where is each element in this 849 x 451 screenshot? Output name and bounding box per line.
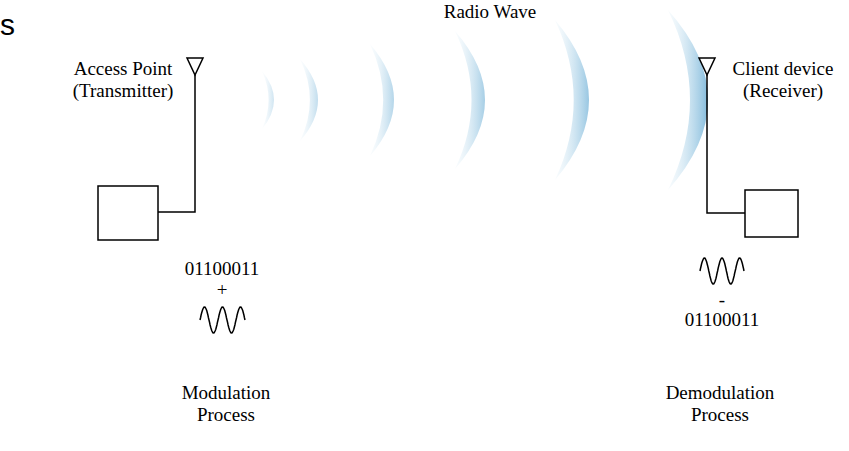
process-label: Modulation Process	[164, 382, 288, 426]
device-label: Access Point (Transmitter)	[61, 58, 185, 102]
wave-front	[262, 71, 274, 129]
bit-string: 01100011	[167, 258, 277, 280]
operator-sign: -	[707, 289, 737, 311]
radio-wave	[262, 10, 708, 190]
wave-front	[668, 10, 708, 190]
bit-string: 01100011	[667, 309, 777, 331]
wave-front	[370, 44, 394, 156]
wave-front	[555, 20, 589, 180]
carrier-wave	[700, 258, 744, 284]
antenna-symbol	[699, 58, 715, 75]
carrier-wave	[200, 307, 245, 333]
wave-front	[300, 59, 318, 141]
operator-sign: +	[207, 279, 237, 301]
wave-label: Radio Wave	[420, 1, 560, 23]
transmitter-box	[98, 186, 158, 240]
antenna-wire	[707, 75, 745, 213]
wave-front	[455, 31, 485, 169]
antenna-symbol	[187, 58, 203, 75]
device-label: Client device (Receiver)	[721, 58, 845, 102]
receiver-box	[745, 190, 798, 237]
heading-fragment: s	[0, 8, 30, 43]
process-label: Demodulation Process	[652, 382, 788, 426]
